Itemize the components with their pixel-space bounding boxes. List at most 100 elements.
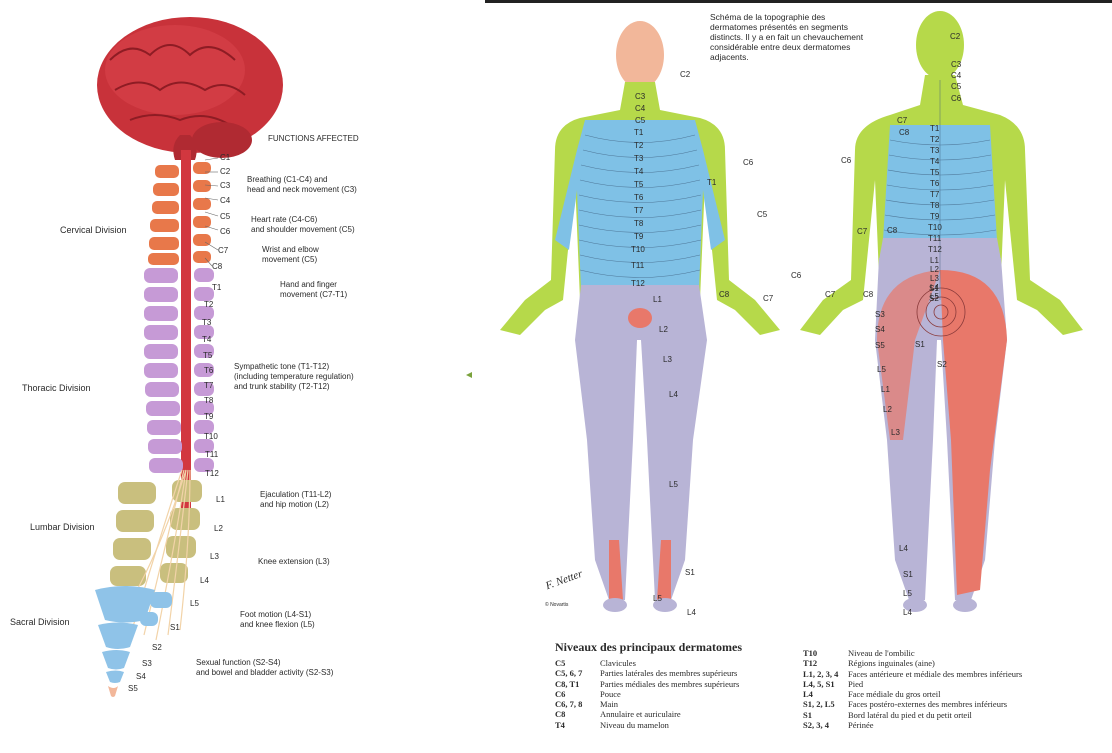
legend-desc: Parties médiales des membres supérieurs xyxy=(600,679,739,689)
sacral-division-label: Sacral Division xyxy=(10,617,70,627)
level-l5: L5 xyxy=(190,599,199,608)
front-label-t7: T7 xyxy=(634,206,643,215)
front-label-t12: T12 xyxy=(631,279,645,288)
copyright: © Novartis xyxy=(545,602,568,608)
front-label-l4-foot: L4 xyxy=(687,608,696,617)
back-label-t5: T5 xyxy=(930,168,939,177)
legend-code: C8 xyxy=(555,709,600,719)
back-label-t11: T11 xyxy=(928,234,941,243)
back-body xyxy=(800,11,1083,612)
dermatomes-panel: Schéma de la topographie des dermatomes … xyxy=(485,0,1112,753)
front-label-l4: L4 xyxy=(669,390,678,399)
spinal-cord-panel: FUNCTIONS AFFECTED Cervical Division Tho… xyxy=(0,0,470,753)
back-label-s5: S5 xyxy=(875,341,885,350)
coccyx xyxy=(108,686,118,697)
front-label-t3: T3 xyxy=(634,154,643,163)
legend-desc: Faces antérieure et médiale des membres … xyxy=(848,669,1022,679)
front-label-t2: T2 xyxy=(634,141,643,150)
level-t11: T11 xyxy=(205,450,218,459)
level-s2: S2 xyxy=(152,643,162,652)
back-label-t1: T1 xyxy=(930,124,939,133)
back-label-c5: C5 xyxy=(951,82,961,91)
back-label-s1-buttock: S1 xyxy=(915,340,925,349)
legend-desc: Faces postéro-externes des membres infér… xyxy=(848,699,1007,709)
back-label-c3: C3 xyxy=(951,60,961,69)
level-t7: T7 xyxy=(204,381,213,390)
legend-row: T10Niveau de l'ombilic xyxy=(803,648,1022,658)
legend-row: T12Régions inguinales (aine) xyxy=(803,658,1022,668)
level-t3: T3 xyxy=(202,318,211,327)
legend-row: C6, 7, 8Main xyxy=(555,699,739,709)
back-label-s2-thigh: S2 xyxy=(937,360,947,369)
back-label-l4-ankle: L4 xyxy=(899,544,908,553)
function-heart-rate: Heart rate (C4-C6) and shoulder movement… xyxy=(251,215,355,235)
level-leader-lines xyxy=(205,158,218,266)
legend-row: S1Bord latéral du pied et du petit ortei… xyxy=(803,710,1022,720)
level-t4: T4 xyxy=(202,335,211,344)
back-label-l2-side: L2 xyxy=(883,405,892,414)
back-label-s1-ankle: S1 xyxy=(903,570,913,579)
back-label-l3: L3 xyxy=(930,274,939,283)
level-c8: C8 xyxy=(212,262,222,271)
legend-title: Niveaux des principaux dermatomes xyxy=(555,640,742,655)
level-s1: S1 xyxy=(170,623,180,632)
legend-desc: Régions inguinales (aine) xyxy=(848,658,935,668)
level-t10: T10 xyxy=(204,432,218,441)
function-sympathetic-tone: Sympathetic tone (T1-T12) (including tem… xyxy=(234,362,354,392)
back-label-c7-arm: C7 xyxy=(857,227,867,236)
legend-desc: Parties latérales des membres supérieurs xyxy=(600,668,737,678)
front-label-t5: T5 xyxy=(634,180,643,189)
back-label-t8: T8 xyxy=(930,201,939,210)
level-l1: L1 xyxy=(216,495,225,504)
back-label-c7: C7 xyxy=(897,116,907,125)
front-label-c3: C3 xyxy=(635,92,645,101)
legend-row: T4Niveau du mamelon xyxy=(555,720,739,730)
level-s4: S4 xyxy=(136,672,146,681)
back-label-l5-side: L5 xyxy=(877,365,886,374)
front-label-c6-hand: C6 xyxy=(791,271,801,280)
level-t6: T6 xyxy=(204,366,213,375)
level-t5: T5 xyxy=(203,351,212,360)
legend-desc: Face médiale du gros orteil xyxy=(848,689,941,699)
level-c2: C2 xyxy=(220,167,230,176)
function-ejaculation: Ejaculation (T11-L2) and hip motion (L2) xyxy=(260,490,331,510)
back-label-c4: C4 xyxy=(951,71,961,80)
back-label-c2: C2 xyxy=(950,32,960,41)
legend-code: L1, 2, 3, 4 xyxy=(803,669,848,679)
back-label-s4: S4 xyxy=(875,325,885,334)
level-s5: S5 xyxy=(128,684,138,693)
level-t2: T2 xyxy=(204,300,213,309)
legend-desc: Bord latéral du pied et du petit orteil xyxy=(848,710,972,720)
legend-desc: Niveau du mamelon xyxy=(600,720,669,730)
back-label-t12: T12 xyxy=(928,245,942,254)
legend-code: C5, 6, 7 xyxy=(555,668,600,678)
function-breathing: Breathing (C1-C4) and head and neck move… xyxy=(247,175,357,195)
function-foot-motion: Foot motion (L4-S1) and knee flexion (L5… xyxy=(240,610,315,630)
back-label-t10: T10 xyxy=(928,223,942,232)
function-wrist-elbow: Wrist and elbow movement (C5) xyxy=(262,245,319,265)
legend-desc: Annulaire et auriculaire xyxy=(600,709,681,719)
lumbar-division-label: Lumbar Division xyxy=(30,522,95,532)
level-c7: C7 xyxy=(218,246,228,255)
legend-code: C6, 7, 8 xyxy=(555,699,600,709)
back-label-l3-side: L3 xyxy=(891,428,900,437)
back-label-l2: L2 xyxy=(930,265,939,274)
back-label-t2: T2 xyxy=(930,135,939,144)
level-l3: L3 xyxy=(210,552,219,561)
level-l2: L2 xyxy=(214,524,223,533)
legend-desc: Pouce xyxy=(600,689,621,699)
level-s3: S3 xyxy=(142,659,152,668)
function-knee-extension: Knee extension (L3) xyxy=(258,557,330,567)
front-label-t6: T6 xyxy=(634,193,643,202)
back-label-t9: T9 xyxy=(930,212,939,221)
legend-code: L4, 5, S1 xyxy=(803,679,848,689)
cervical-vertebrae xyxy=(148,162,211,265)
back-label-t3: T3 xyxy=(930,146,939,155)
front-label-t11: T11 xyxy=(631,261,644,270)
